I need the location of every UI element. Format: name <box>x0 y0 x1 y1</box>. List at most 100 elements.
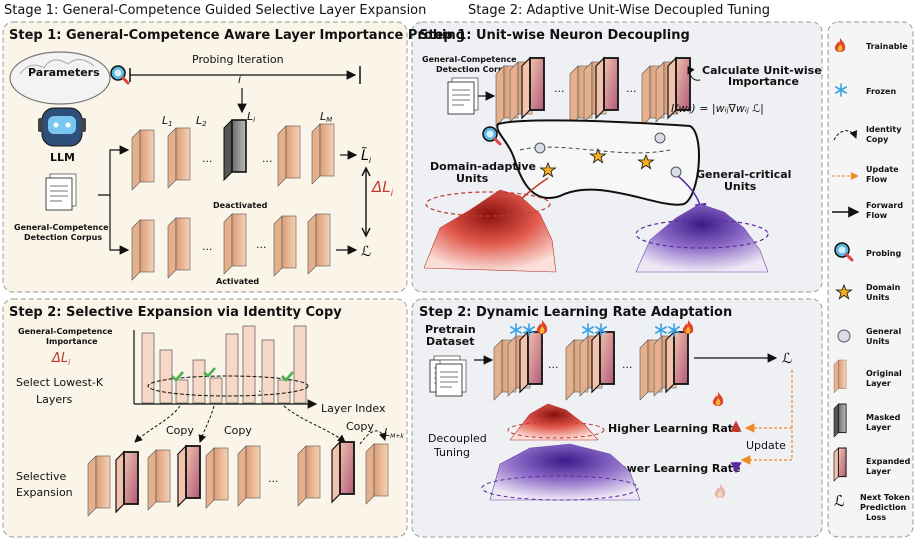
dataset-doc-icon <box>435 359 467 397</box>
dots: ... <box>626 82 637 95</box>
parameters-label: Parameters <box>28 66 100 79</box>
layer-original <box>223 213 247 275</box>
layer-original <box>131 219 155 281</box>
activated-label: Activated <box>216 277 259 286</box>
layer-expanded <box>519 331 543 393</box>
domain-mountain <box>423 189 557 273</box>
legend-label: Flow <box>866 211 888 220</box>
layer-label-l2: L2 <box>196 114 207 128</box>
higher-lr-label: Higher Learning Rate <box>608 422 740 435</box>
select-lowest-1: Select Lowest-K <box>16 376 104 389</box>
layer-original <box>147 449 171 511</box>
legend-label: Forward <box>866 201 903 210</box>
corpus-label-2: Detection Corpus <box>436 65 514 74</box>
legend-label: Trainable <box>866 42 908 51</box>
copy-label: Copy <box>346 420 374 433</box>
select-lowest-2: Layers <box>36 393 73 406</box>
corpus-doc-icon <box>45 173 77 211</box>
layer-index-label: Layer Index <box>321 402 386 415</box>
stage2-title: Stage 2: Adaptive Unit-Wise Decoupled Tu… <box>468 3 770 18</box>
dots: ... <box>202 240 213 253</box>
step1-decoupling-title: Step 1: Unit-wise Neuron Decoupling <box>419 28 690 43</box>
expanded-layer-icon <box>833 447 847 482</box>
corpus-label-1: General-Competence <box>14 223 109 232</box>
legend-label: Frozen <box>866 87 896 96</box>
dots: ... <box>554 82 565 95</box>
importance-delta: ΔLi <box>51 351 71 367</box>
calc-importance-1: Calculate Unit-wise <box>702 64 822 77</box>
corpus-doc-icon <box>447 77 479 115</box>
layer-expanded <box>331 441 355 503</box>
dots: ... <box>548 358 559 371</box>
layer-label-l1: L1 <box>162 114 173 128</box>
decoupled-tuning-2: Tuning <box>433 446 470 459</box>
layer-original <box>277 125 301 187</box>
layer-original <box>237 445 261 507</box>
original-layer-icon <box>833 359 847 394</box>
probing-iteration-label: Probing Iteration <box>192 53 284 66</box>
general-unit-circle <box>534 142 546 154</box>
legend-label: Probing <box>866 249 901 258</box>
domain-units-label-1: Domain-adaptive <box>430 160 536 173</box>
legend-label: Units <box>866 337 890 346</box>
legend-label: Update <box>866 165 899 174</box>
legend-label: Expanded <box>866 457 911 466</box>
general-unit-circle <box>670 166 682 178</box>
decoupled-tuning-1: Decoupled <box>428 432 487 445</box>
general-units-label-1: General-critical <box>696 168 791 181</box>
domain-units-label-2: Units <box>456 172 489 185</box>
layer-masked <box>223 119 247 181</box>
layer-label-lmk: LM+k <box>384 426 404 440</box>
legend: Trainable Frozen Identity Copy Update Fl… <box>832 38 911 522</box>
dots: ... <box>262 152 273 165</box>
legend-label: Prediction <box>860 503 907 512</box>
loss-tilde: L̃i <box>361 147 372 165</box>
panel-legend <box>827 21 914 538</box>
corpus-label-1: General-Competence <box>422 55 517 64</box>
decoupled-mountains <box>481 403 641 501</box>
robot-icon <box>38 107 86 147</box>
legend-label: Flow <box>866 175 888 184</box>
layer-original <box>205 447 229 509</box>
layer-expanded <box>591 331 615 393</box>
step1-probing-title: Step 1: General-Competence Aware Layer I… <box>9 28 465 43</box>
legend-label: General <box>866 327 901 336</box>
step2-expansion-title: Step 2: Selective Expansion via Identity… <box>9 305 342 320</box>
calc-importance-2: Importance <box>728 75 799 88</box>
loss-label: ℒ <box>361 244 371 260</box>
legend-label: Layer <box>866 423 891 432</box>
general-unit-circle <box>654 132 666 144</box>
layer-label-lm: LM <box>320 110 332 124</box>
selective-expansion-2: Expansion <box>16 486 73 499</box>
layer-expanded <box>115 451 139 513</box>
importance-label-1: General-Competence <box>18 327 113 336</box>
corpus-label-2: Detection Corpus <box>24 233 102 242</box>
loss-label: ℒ <box>782 351 792 367</box>
legend-label: Masked <box>866 413 901 422</box>
identity-copy-icon <box>833 130 858 141</box>
legend-label: Domain <box>866 283 901 292</box>
layer-original <box>167 217 191 279</box>
layer-expanded <box>665 331 689 393</box>
deactivated-label: Deactivated <box>213 201 268 210</box>
pretrain-label-2: Dataset <box>426 335 475 348</box>
iteration-i: i <box>238 73 241 86</box>
layer-original <box>365 443 389 505</box>
importance-formula: I(wᵢⱼ) = |wᵢⱼ∇wᵢⱼ ℒ| <box>671 102 764 115</box>
step2-lr-title: Step 2: Dynamic Learning Rate Adaptation <box>419 305 732 320</box>
dots: ... <box>256 238 267 251</box>
layer-expanded <box>595 57 619 119</box>
legend-label: Loss <box>866 513 886 522</box>
importance-label-2: Importance <box>46 337 98 346</box>
brain-icon <box>9 51 111 105</box>
copy-label: Copy <box>166 424 194 437</box>
layer-expanded <box>521 57 545 119</box>
layer-original <box>87 455 111 517</box>
delta-loss: ΔLi <box>371 178 394 199</box>
general-mountain <box>635 203 769 273</box>
layer-label-li: Li <box>247 110 255 124</box>
pretrain-label-1: Pretrain <box>425 323 476 336</box>
legend-label: Units <box>866 293 890 302</box>
legend-label: Copy <box>866 135 889 144</box>
